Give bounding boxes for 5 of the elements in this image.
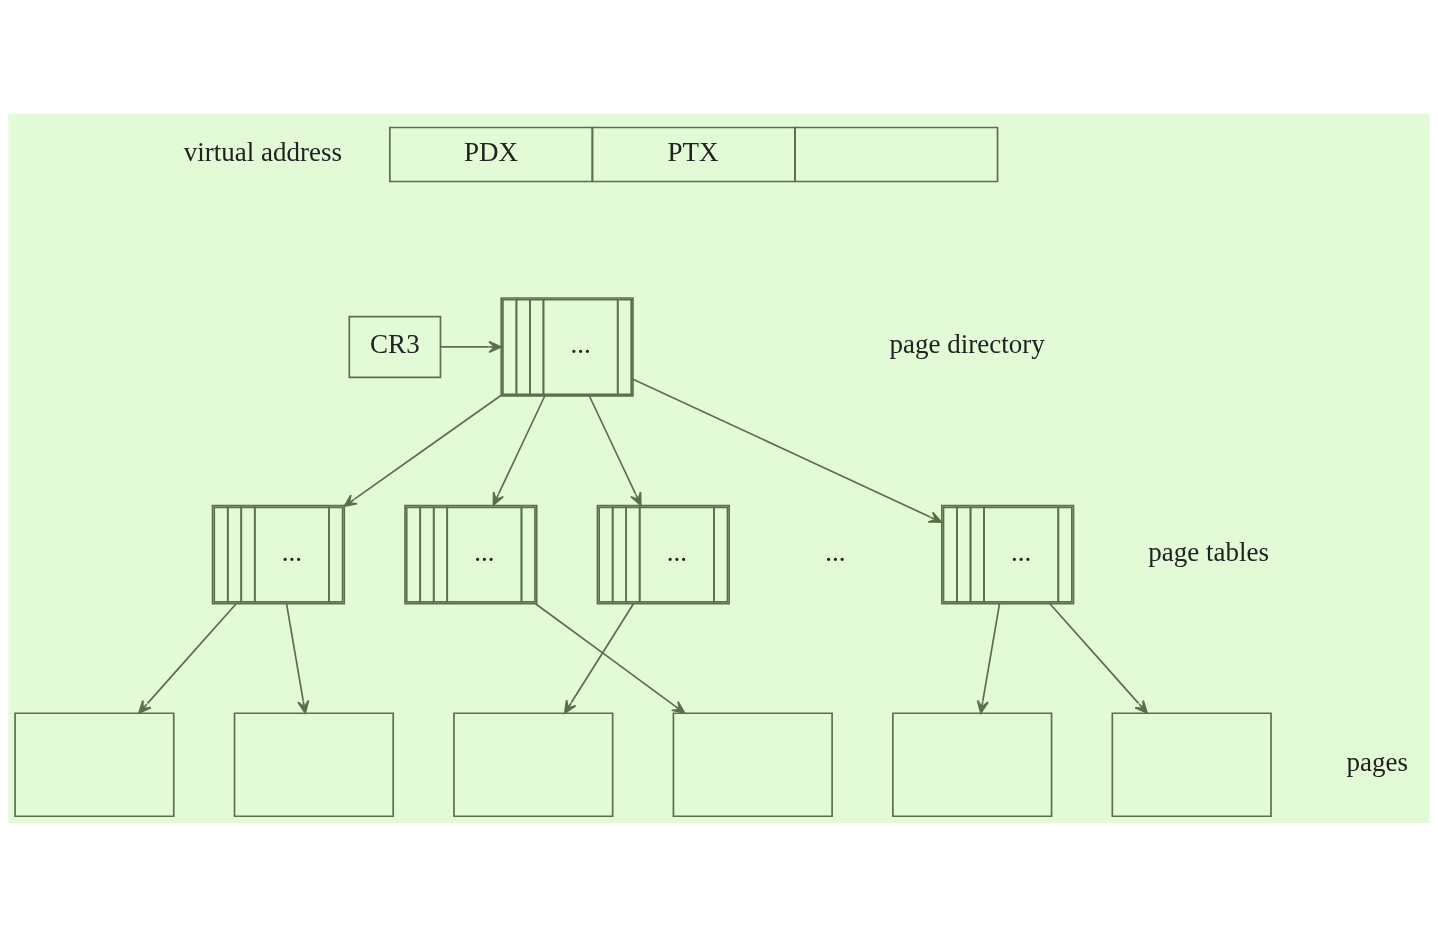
label: page directory: [889, 328, 1045, 359]
label: ...: [825, 536, 846, 567]
label: page tables: [1148, 536, 1269, 567]
label: pages: [1346, 746, 1409, 777]
node-label: virtual address: [183, 136, 343, 167]
